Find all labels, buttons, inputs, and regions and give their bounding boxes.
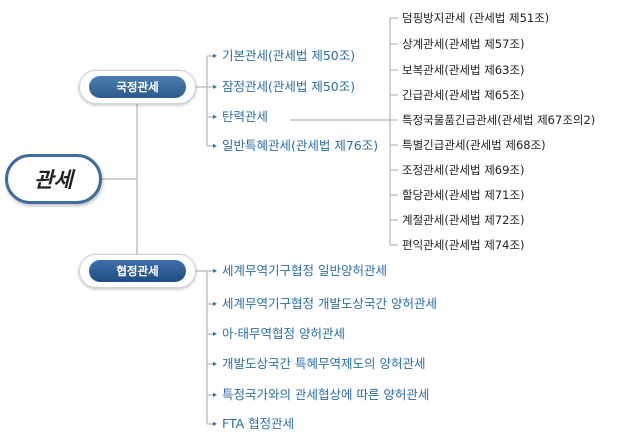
national-tariff-item: ▸ 탄력관세 — [213, 109, 268, 125]
item-label: 기본관세(관세법 제50조) — [222, 48, 356, 63]
national-tariff-item: ▸ 일반특혜관세(관세법 제76조) — [213, 138, 378, 154]
category-national-tariff: 국정관세 — [79, 70, 196, 104]
category-agreement-tariff: 협정관세 — [79, 254, 196, 288]
item-label: FTA 협정관세 — [222, 416, 295, 431]
arrow-right-icon: ▸ — [213, 82, 218, 91]
root-node: 관세 — [5, 154, 102, 204]
item-label: 일반특혜관세(관세법 제76조) — [222, 138, 379, 153]
item-label: 잠정관세(관세법 제50조) — [222, 79, 356, 94]
arrow-right-icon: ▸ — [213, 299, 218, 308]
flexible-tariff-item: 계절관세(관세법 제72조) — [402, 213, 525, 227]
flexible-tariff-item: 특별긴급관세(관세법 제68조) — [402, 138, 546, 152]
agreement-tariff-item: ▸ 아·태무역협정 양허관세 — [213, 326, 345, 342]
item-label: 탄력관세 — [222, 109, 269, 124]
arrow-right-icon: ▸ — [213, 329, 218, 338]
item-label: 개발도상국간 특혜무역제도의 양허관세 — [222, 356, 426, 371]
arrow-right-icon: ▸ — [213, 112, 218, 121]
arrow-right-icon: ▸ — [213, 51, 218, 60]
national-tariff-item: ▸ 기본관세(관세법 제50조) — [213, 48, 355, 64]
item-label: 세계무역기구협정 개발도상국간 양허관세 — [222, 296, 437, 311]
arrow-right-icon: ▸ — [213, 359, 218, 368]
agreement-tariff-item: ▸ 세계무역기구협정 일반양허관세 — [213, 263, 387, 279]
arrow-right-icon: ▸ — [213, 390, 218, 399]
agreement-tariff-item: ▸ FTA 협정관세 — [213, 416, 294, 432]
agreement-tariff-item: ▸ 특정국가와의 관세협상에 따른 양허관세 — [213, 387, 429, 403]
agreement-tariff-item: ▸ 개발도상국간 특혜무역제도의 양허관세 — [213, 356, 425, 372]
category-label: 협정관세 — [89, 260, 186, 282]
item-label: 세계무역기구협정 일반양허관세 — [222, 263, 387, 278]
arrow-right-icon: ▸ — [213, 419, 218, 428]
agreement-tariff-item: ▸ 세계무역기구협정 개발도상국간 양허관세 — [213, 296, 437, 312]
flexible-tariff-item: 할당관세(관세법 제71조) — [402, 188, 525, 202]
flexible-tariff-item: 편익관세(관세법 제74조) — [402, 238, 525, 252]
flexible-tariff-item: 상계관세(관세법 제57조) — [402, 37, 525, 51]
flexible-tariff-item: 긴급관세(관세법 제65조) — [402, 88, 525, 102]
item-label: 아·태무역협정 양허관세 — [222, 326, 345, 341]
flexible-tariff-item: 특정국물품긴급관세(관세법 제67조의2) — [402, 113, 596, 127]
arrow-right-icon: ▸ — [213, 141, 218, 150]
arrow-right-icon: ▸ — [213, 266, 218, 275]
item-label: 특정국가와의 관세협상에 따른 양허관세 — [222, 387, 430, 402]
flexible-tariff-item: 보복관세(관세법 제63조) — [402, 63, 525, 77]
root-label: 관세 — [34, 168, 73, 192]
flexible-tariff-item: 조정관세(관세법 제69조) — [402, 163, 525, 177]
national-tariff-item: ▸ 잠정관세(관세법 제50조) — [213, 79, 355, 95]
flexible-tariff-item: 덤핑방지관세 (관세법 제51조) — [402, 11, 550, 25]
category-label: 국정관세 — [89, 76, 186, 98]
